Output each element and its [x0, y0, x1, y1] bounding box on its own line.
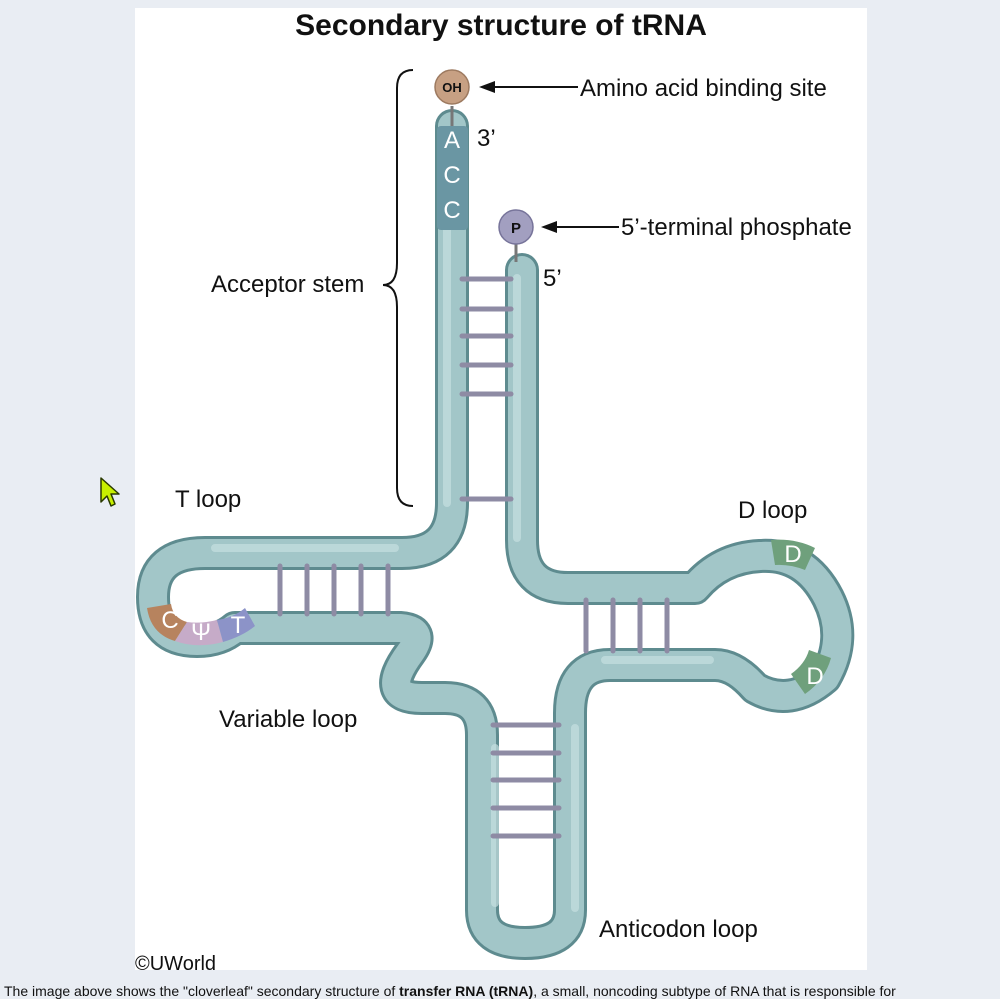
t-arm-rungs: [277, 563, 391, 617]
arrows: [479, 81, 619, 233]
label-amino-acid-site: Amino acid binding site: [580, 75, 827, 102]
label-three-prime: 3’: [477, 125, 496, 152]
figure-title: Secondary structure of tRNA: [295, 9, 707, 42]
trna-diagram: Secondary structure of tRNA: [135, 9, 855, 970]
t-loop-t-base: [217, 608, 255, 642]
d-loop-base-2: [791, 650, 831, 694]
acc-base-2: C: [443, 162, 460, 189]
acceptor-rungs: [459, 276, 514, 502]
label-d-loop: D loop: [738, 497, 807, 524]
d-loop-base-2-label: D: [806, 663, 823, 690]
p-node: [498, 209, 534, 245]
caption-bold-term[interactable]: transfer RNA (tRNA): [399, 983, 534, 999]
t-loop-t-label: T: [231, 612, 246, 639]
copyright: ©UWorld: [135, 953, 216, 970]
caption-suffix: , a small, noncoding subtype of RNA that…: [533, 983, 896, 999]
label-acceptor-stem: Acceptor stem: [211, 271, 364, 298]
d-arm-rungs: [583, 597, 670, 654]
acc-base-3: C: [443, 197, 460, 224]
oh-node: [434, 69, 470, 105]
t-loop-psi-label: Ψ: [191, 619, 211, 646]
acc-base-1: A: [444, 127, 460, 154]
caption-text: The image above shows the "cloverleaf" s…: [4, 983, 994, 999]
anticodon-rungs: [490, 722, 562, 839]
oh-node-label: OH: [442, 80, 462, 95]
p-node-label: P: [511, 220, 521, 237]
acc-segment: [437, 126, 468, 230]
t-loop-c-base: [147, 604, 187, 641]
t-loop-psi-base: [175, 620, 223, 646]
d-loop-base-1-label: D: [784, 541, 801, 568]
rna-strand: [136, 109, 855, 960]
d-loop-base-1: [771, 539, 815, 570]
t-loop-c-label: C: [161, 607, 178, 634]
label-variable-loop: Variable loop: [219, 706, 357, 733]
mouse-cursor-icon: [100, 477, 120, 507]
label-anticodon-loop: Anticodon loop: [599, 916, 758, 943]
label-t-loop: T loop: [175, 486, 241, 513]
acceptor-stem-brace: [382, 69, 414, 507]
figure-panel: Secondary structure of tRNA: [135, 8, 867, 970]
label-five-prime: 5’: [543, 265, 562, 292]
label-phosphate: 5’-terminal phosphate: [621, 214, 852, 241]
caption-prefix: The image above shows the "cloverleaf" s…: [4, 983, 400, 999]
